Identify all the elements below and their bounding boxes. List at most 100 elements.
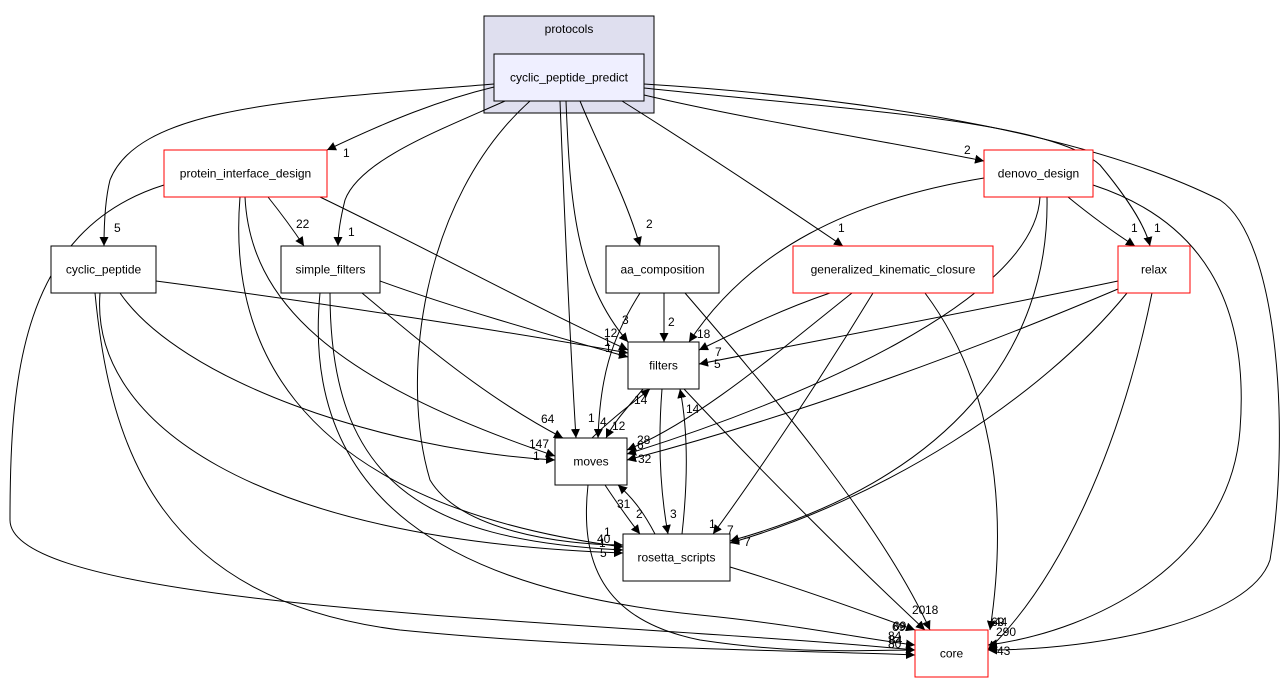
node-core[interactable]: core	[914, 629, 989, 678]
edge-cyclic_peptide_predict-to-moves[interactable]	[559, 100, 580, 439]
edge-label-cyclic_peptide_predict-to-rosetta_scripts[interactable]: 1	[604, 525, 611, 539]
edge-label-cyclic_peptide-to-rosetta_scripts[interactable]: 5	[600, 546, 607, 560]
edge-label-moves-to-core[interactable]: 84	[889, 633, 903, 647]
edge-cyclic_peptide_predict-to-filters[interactable]	[565, 100, 629, 343]
edge-label-cyclic_peptide_predict-to-relax[interactable]: 1	[1154, 221, 1161, 235]
edge-simple_filters-to-filters[interactable]	[379, 280, 629, 359]
edge-relax-to-moves[interactable]	[626, 288, 1119, 463]
edge-denovo_design-to-rosetta_scripts[interactable]	[729, 196, 1048, 543]
node-protein_interface_design[interactable]: protein_interface_design	[163, 149, 328, 198]
node-cyclic_peptide_predict[interactable]: cyclic_peptide_predict	[493, 53, 645, 102]
edge-moves-to-rosetta_scripts[interactable]	[604, 484, 641, 535]
edge-cyclic_peptide_predict-to-aa_composition[interactable]	[579, 100, 642, 247]
edge-label-cyclic_peptide_predict-to-denovo_design[interactable]: 2	[964, 143, 971, 157]
node-generalized_kinematic_closure[interactable]: generalized_kinematic_closure	[792, 245, 994, 294]
edge-label-generalized_kinematic_closure-to-rosetta_scripts[interactable]: 1	[709, 517, 716, 531]
edge-label-cyclic_peptide_predict-to-cyclic_peptide[interactable]: 5	[114, 221, 121, 235]
edge-cyclic_peptide-to-core[interactable]	[94, 292, 916, 660]
edge-protein_interface_design-to-simple_filters[interactable]	[267, 196, 305, 247]
edge-label-simple_filters-to-rosetta_scripts[interactable]: 1	[599, 536, 606, 550]
edge-cyclic_peptide-to-filters[interactable]	[155, 280, 629, 356]
edge-moves-to-filters[interactable]	[591, 388, 651, 439]
edge-label-rosetta_scripts-to-filters[interactable]: 14	[686, 402, 700, 416]
edge-generalized_kinematic_closure-to-rosetta_scripts[interactable]	[712, 292, 874, 535]
edge-rosetta_scripts-to-moves[interactable]	[617, 484, 656, 535]
edge-label-simple_filters-to-core[interactable]: 69	[892, 620, 906, 634]
edge-simple_filters-to-core[interactable]	[317, 292, 916, 649]
edge-label-cyclic_peptide_predict-to-filters[interactable]: 3	[622, 313, 629, 327]
edge-label-relax-to-moves[interactable]: 32	[638, 452, 652, 466]
edge-label-cyclic_peptide-to-core[interactable]: 80	[888, 637, 902, 651]
edge-cyclic_peptide_predict-to-simple_filters[interactable]	[333, 100, 506, 247]
node-rosetta_scripts[interactable]: rosetta_scripts	[622, 533, 731, 582]
edge-aa_composition-to-core[interactable]	[684, 292, 931, 631]
edge-label-generalized_kinematic_closure-to-core[interactable]: 69	[991, 615, 1005, 629]
edge-cyclic_peptide_predict-to-denovo_design[interactable]	[643, 94, 985, 164]
edge-denovo_design-to-core[interactable]	[987, 184, 1242, 649]
edge-label-cyclic_peptide_predict-to-generalized_kinematic_closure[interactable]: 1	[838, 221, 845, 235]
edge-simple_filters-to-moves[interactable]	[361, 292, 564, 439]
edge-denovo_design-to-filters[interactable]	[688, 177, 985, 343]
edge-generalized_kinematic_closure-to-core[interactable]	[924, 292, 998, 631]
edge-label-relax-to-rosetta_scripts[interactable]: 7	[744, 535, 751, 549]
edge-label-denovo_design-to-relax[interactable]: 1	[1131, 221, 1138, 235]
edge-label-rosetta_scripts-to-moves[interactable]: 31	[617, 497, 631, 511]
edge-relax-to-core[interactable]	[987, 292, 1153, 651]
edge-label-filters-to-moves[interactable]: 12	[612, 419, 626, 433]
edge-label-aa_composition-to-core[interactable]: 20	[912, 603, 926, 617]
edge-protein_interface_design-to-moves[interactable]	[244, 196, 556, 458]
edge-label-filters-to-core[interactable]: 18	[925, 603, 939, 617]
node-filters[interactable]: filters	[627, 341, 700, 390]
edge-label-relax-to-filters[interactable]: 5	[714, 357, 721, 371]
edge-denovo_design-to-relax[interactable]	[1067, 196, 1136, 247]
edge-label-cyclic_peptide_predict-to-protein_interface_design[interactable]: 1	[343, 146, 350, 160]
edge-filters-to-core[interactable]	[683, 388, 926, 631]
edge-filters-to-rosetta_scripts[interactable]	[659, 388, 671, 535]
edge-protein_interface_design-to-rosetta_scripts[interactable]	[238, 196, 624, 551]
edge-relax-to-filters[interactable]	[698, 280, 1119, 367]
edge-label-denovo_design-to-core[interactable]: 290	[996, 625, 1016, 639]
edge-label-moves-to-filters[interactable]: 14	[634, 393, 648, 407]
edge-label-denovo_design-to-moves[interactable]: 6	[637, 438, 644, 452]
edge-label-moves-to-rosetta_scripts[interactable]: 2	[636, 507, 643, 521]
edge-label-cyclic_peptide_predict-to-simple_filters[interactable]: 1	[348, 225, 355, 239]
edge-label-generalized_kinematic_closure-to-moves[interactable]: 28	[637, 433, 651, 447]
edge-label-relax-to-core[interactable]: 44	[994, 615, 1008, 629]
edge-cyclic_peptide_predict-to-protein_interface_design[interactable]	[326, 86, 495, 151]
node-cyclic_peptide[interactable]: cyclic_peptide	[50, 245, 157, 294]
node-simple_filters[interactable]: simple_filters	[280, 245, 381, 294]
edge-protein_interface_design-to-filters[interactable]	[319, 196, 629, 351]
edge-generalized_kinematic_closure-to-moves[interactable]	[626, 292, 853, 451]
edge-label-generalized_kinematic_closure-to-filters[interactable]: 7	[715, 345, 722, 359]
edge-cyclic_peptide_predict-to-cyclic_peptide[interactable]	[99, 83, 495, 247]
edge-label-cyclic_peptide_predict-to-moves[interactable]: 1	[588, 411, 595, 425]
edge-cyclic_peptide-to-rosetta_scripts[interactable]	[99, 292, 624, 558]
edge-label-protein_interface_design-to-core[interactable]: 84	[888, 629, 902, 643]
node-relax[interactable]: relax	[1117, 245, 1191, 294]
edge-cyclic_peptide-to-moves[interactable]	[119, 292, 556, 464]
node-moves[interactable]: moves	[554, 437, 628, 486]
edge-label-filters-to-rosetta_scripts[interactable]: 3	[670, 507, 677, 521]
edge-label-cyclic_peptide-to-moves[interactable]: 1	[533, 449, 540, 463]
edge-generalized_kinematic_closure-to-filters[interactable]	[698, 292, 831, 351]
edge-aa_composition-to-moves[interactable]	[593, 292, 641, 439]
edge-label-simple_filters-to-moves[interactable]: 64	[541, 412, 555, 426]
node-aa_composition[interactable]: aa_composition	[605, 245, 720, 294]
edge-label-aa_composition-to-filters[interactable]: 2	[668, 315, 675, 329]
edge-label-simple_filters-to-filters[interactable]: 1	[605, 341, 612, 355]
edge-cyclic_peptide_predict-to-rosetta_scripts[interactable]	[416, 100, 624, 550]
edge-label-aa_composition-to-moves[interactable]: 4	[600, 415, 607, 429]
edge-denovo_design-to-moves[interactable]	[626, 196, 1041, 456]
edge-label-protein_interface_design-to-filters[interactable]: 12	[604, 326, 618, 340]
edge-label-protein_interface_design-to-simple_filters[interactable]: 22	[296, 217, 310, 231]
edge-label-cyclic_peptide-to-filters[interactable]: 1	[604, 335, 611, 349]
edge-label-denovo_design-to-rosetta_scripts[interactable]: 7	[727, 523, 734, 537]
edge-label-rosetta_scripts-to-core[interactable]: 69	[893, 619, 907, 633]
edge-label-denovo_design-to-filters[interactable]: 18	[697, 327, 711, 341]
edge-cyclic_peptide_predict-to-core[interactable]	[643, 83, 1280, 655]
edge-filters-to-moves[interactable]	[605, 388, 644, 439]
edge-label-cyclic_peptide_predict-to-aa_composition[interactable]: 2	[646, 217, 653, 231]
edge-rosetta_scripts-to-core[interactable]	[729, 566, 916, 632]
edge-label-protein_interface_design-to-rosetta_scripts[interactable]: 40	[597, 532, 611, 546]
edge-rosetta_scripts-to-filters[interactable]	[677, 388, 687, 535]
